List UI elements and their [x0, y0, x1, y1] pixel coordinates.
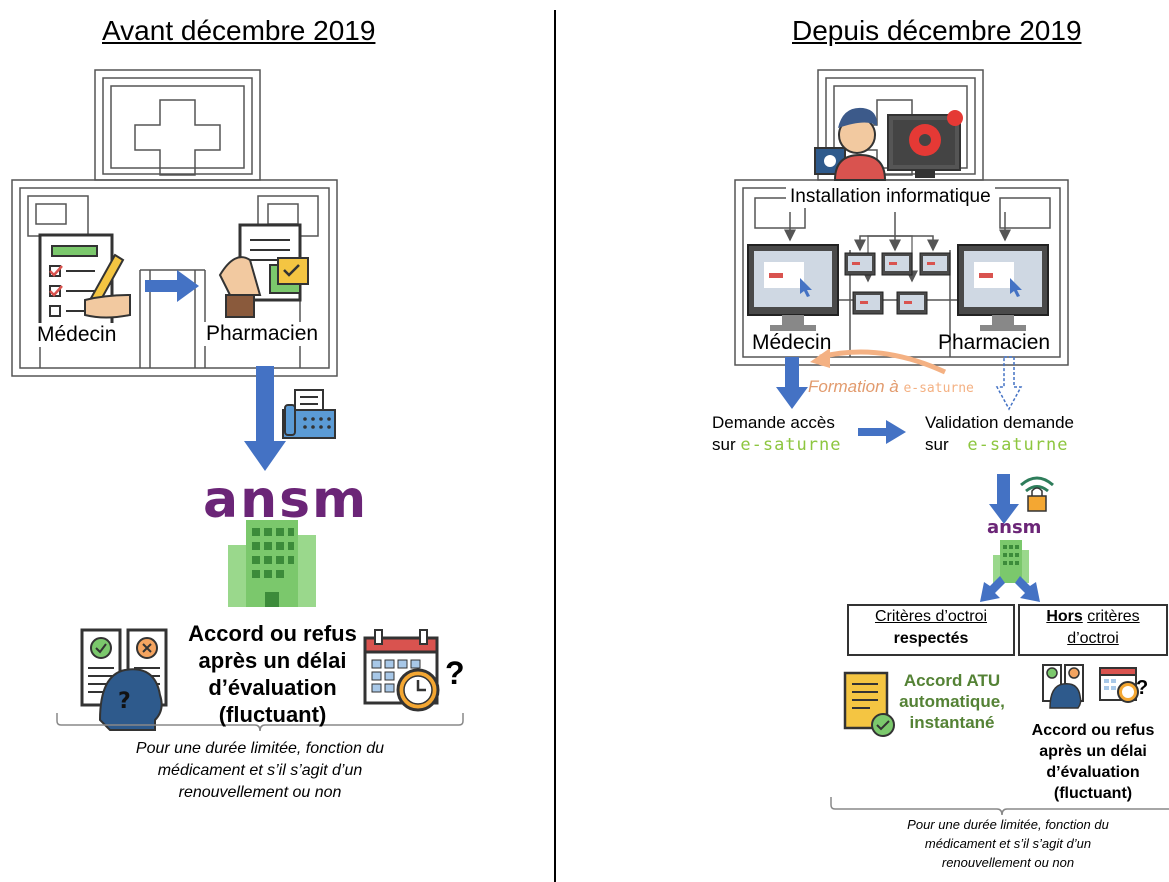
box1-line1: Critères d’octroi [874, 608, 988, 625]
right-pharmacien-label: Pharmacien [938, 331, 1051, 354]
install-label: Installation informatique [786, 186, 995, 208]
left-calendar-clock-icon [363, 629, 440, 712]
medecin-monitor-icon [747, 244, 839, 331]
left-result-line: Accord ou refus [188, 621, 357, 646]
right-note-line: renouvellement ou non [941, 855, 1075, 870]
accord-auto-doc-icon [843, 671, 895, 737]
right-ansm-building-icon [993, 540, 1029, 583]
box1-line2: respectés [893, 630, 969, 647]
left-pharmacien-label: Pharmacien [202, 322, 323, 346]
left-result-line: (fluctuant) [218, 702, 327, 727]
left-medecin-label: Médecin [33, 323, 121, 347]
accord-auto-text: Accord ATU automatique, instantané [887, 670, 1017, 733]
hors-criteres-box: Hors critères d’octroi [1018, 604, 1168, 656]
criteres-respectes-box: Critères d’octroi respectés [847, 604, 1015, 656]
formation-arrow [819, 349, 947, 375]
right-result-text: Accord ou refus après un délai d’évaluat… [1020, 720, 1166, 804]
left-result-line: d’évaluation [208, 675, 337, 700]
left-result-line: après un délai [198, 648, 347, 673]
svg-text:?: ? [118, 689, 131, 714]
box2-line1-rest: critères [1087, 608, 1140, 625]
accord-auto-line: instantané [909, 713, 995, 732]
left-title: Avant décembre 2019 [102, 15, 376, 46]
right-title: Depuis décembre 2019 [792, 15, 1082, 46]
right-result-line: d’évaluation [1046, 764, 1140, 781]
validation-down-arrow [989, 474, 1019, 524]
pharmacist-doc-icon [218, 223, 309, 318]
left-brace [56, 713, 464, 732]
box2-line2: d’octroi [1067, 630, 1119, 647]
left-note-line: Pour une durée limitée, fonction du [135, 740, 385, 757]
right-result-line: après un délai [1039, 743, 1147, 760]
left-question-mark: ? [445, 655, 465, 691]
formation-brand: e-saturne [903, 381, 974, 396]
pharmacien-dashed-arrow [995, 356, 1023, 411]
prescription-icon [38, 233, 131, 327]
wifi-lock-icon [1020, 476, 1054, 512]
technician-icon [814, 107, 963, 181]
right-ansm-logo: ansm [987, 517, 1042, 538]
formation-label: Formation à e-saturne [808, 377, 974, 397]
validation-block: Validation demande sur e-saturne [925, 412, 1074, 456]
left-note: Pour une durée limitée, fonction du médi… [100, 738, 420, 804]
validation-line1: Validation demande [925, 413, 1075, 432]
medecin-down-arrow [776, 357, 808, 409]
right-brace [830, 797, 1169, 816]
demande-block: Demande accès sur e-saturne [712, 412, 841, 456]
right-note-line: médicament et s’il s’agit d’un [924, 836, 1092, 851]
right-note: Pour une durée limitée, fonction du médi… [858, 815, 1158, 872]
left-vertical-arrow [244, 366, 286, 471]
left-evaluation-icon: ? [80, 628, 168, 731]
right-calendar-clock-icon [1099, 667, 1139, 703]
right-evaluation-icon [1042, 664, 1084, 709]
formation-text: Formation à [808, 377, 899, 396]
left-ansm-building-icon [228, 520, 316, 607]
right-medecin-label: Médecin [752, 331, 832, 354]
accord-auto-line: Accord ATU [903, 671, 1001, 690]
demande-brand: e-saturne [740, 435, 842, 455]
left-ansm-logo: ansm [203, 470, 369, 530]
demande-line1: Demande accès [712, 413, 835, 432]
right-result-line: (fluctuant) [1053, 785, 1133, 802]
split-arrow-left [980, 576, 1005, 602]
left-horizontal-arrow [145, 270, 199, 302]
right-note-line: Pour une durée limitée, fonction du [907, 817, 1109, 832]
split-arrow-right [1015, 576, 1040, 602]
demande-to-validation-arrow [858, 420, 906, 444]
demande-line2: sur [712, 435, 736, 454]
pharmacien-monitor-icon [957, 244, 1049, 331]
validation-brand: e-saturne [967, 435, 1069, 455]
fax-icon [282, 389, 336, 439]
box2-bold: Hors [1046, 608, 1083, 625]
right-question-mark: ? [1136, 677, 1149, 699]
left-result-text: Accord ou refus après un délai d’évaluat… [180, 620, 365, 728]
left-note-line: renouvellement ou non [178, 784, 342, 801]
accord-auto-line: automatique, [899, 692, 1005, 711]
validation-line2: sur [925, 435, 949, 454]
right-result-line: Accord ou refus [1031, 722, 1155, 739]
left-note-line: médicament et s’il s’agit d’un [157, 762, 363, 779]
